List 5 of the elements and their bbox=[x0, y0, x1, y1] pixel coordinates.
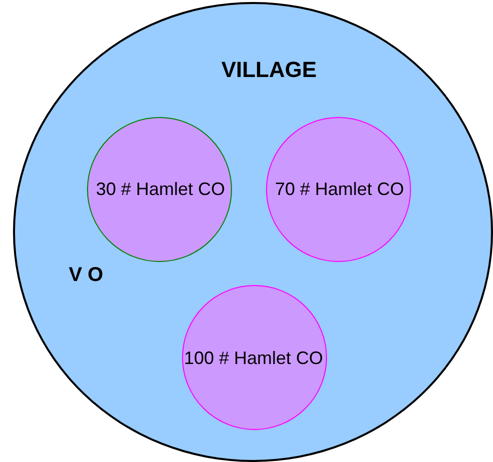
circle-label: 30 # Hamlet CO bbox=[94, 178, 226, 201]
title-label: VILLAGE bbox=[220, 56, 318, 84]
circle-label: 100 # Hamlet CO bbox=[182, 347, 324, 370]
circle-label: 70 # Hamlet CO bbox=[274, 178, 406, 201]
region-label: V O bbox=[68, 263, 104, 288]
